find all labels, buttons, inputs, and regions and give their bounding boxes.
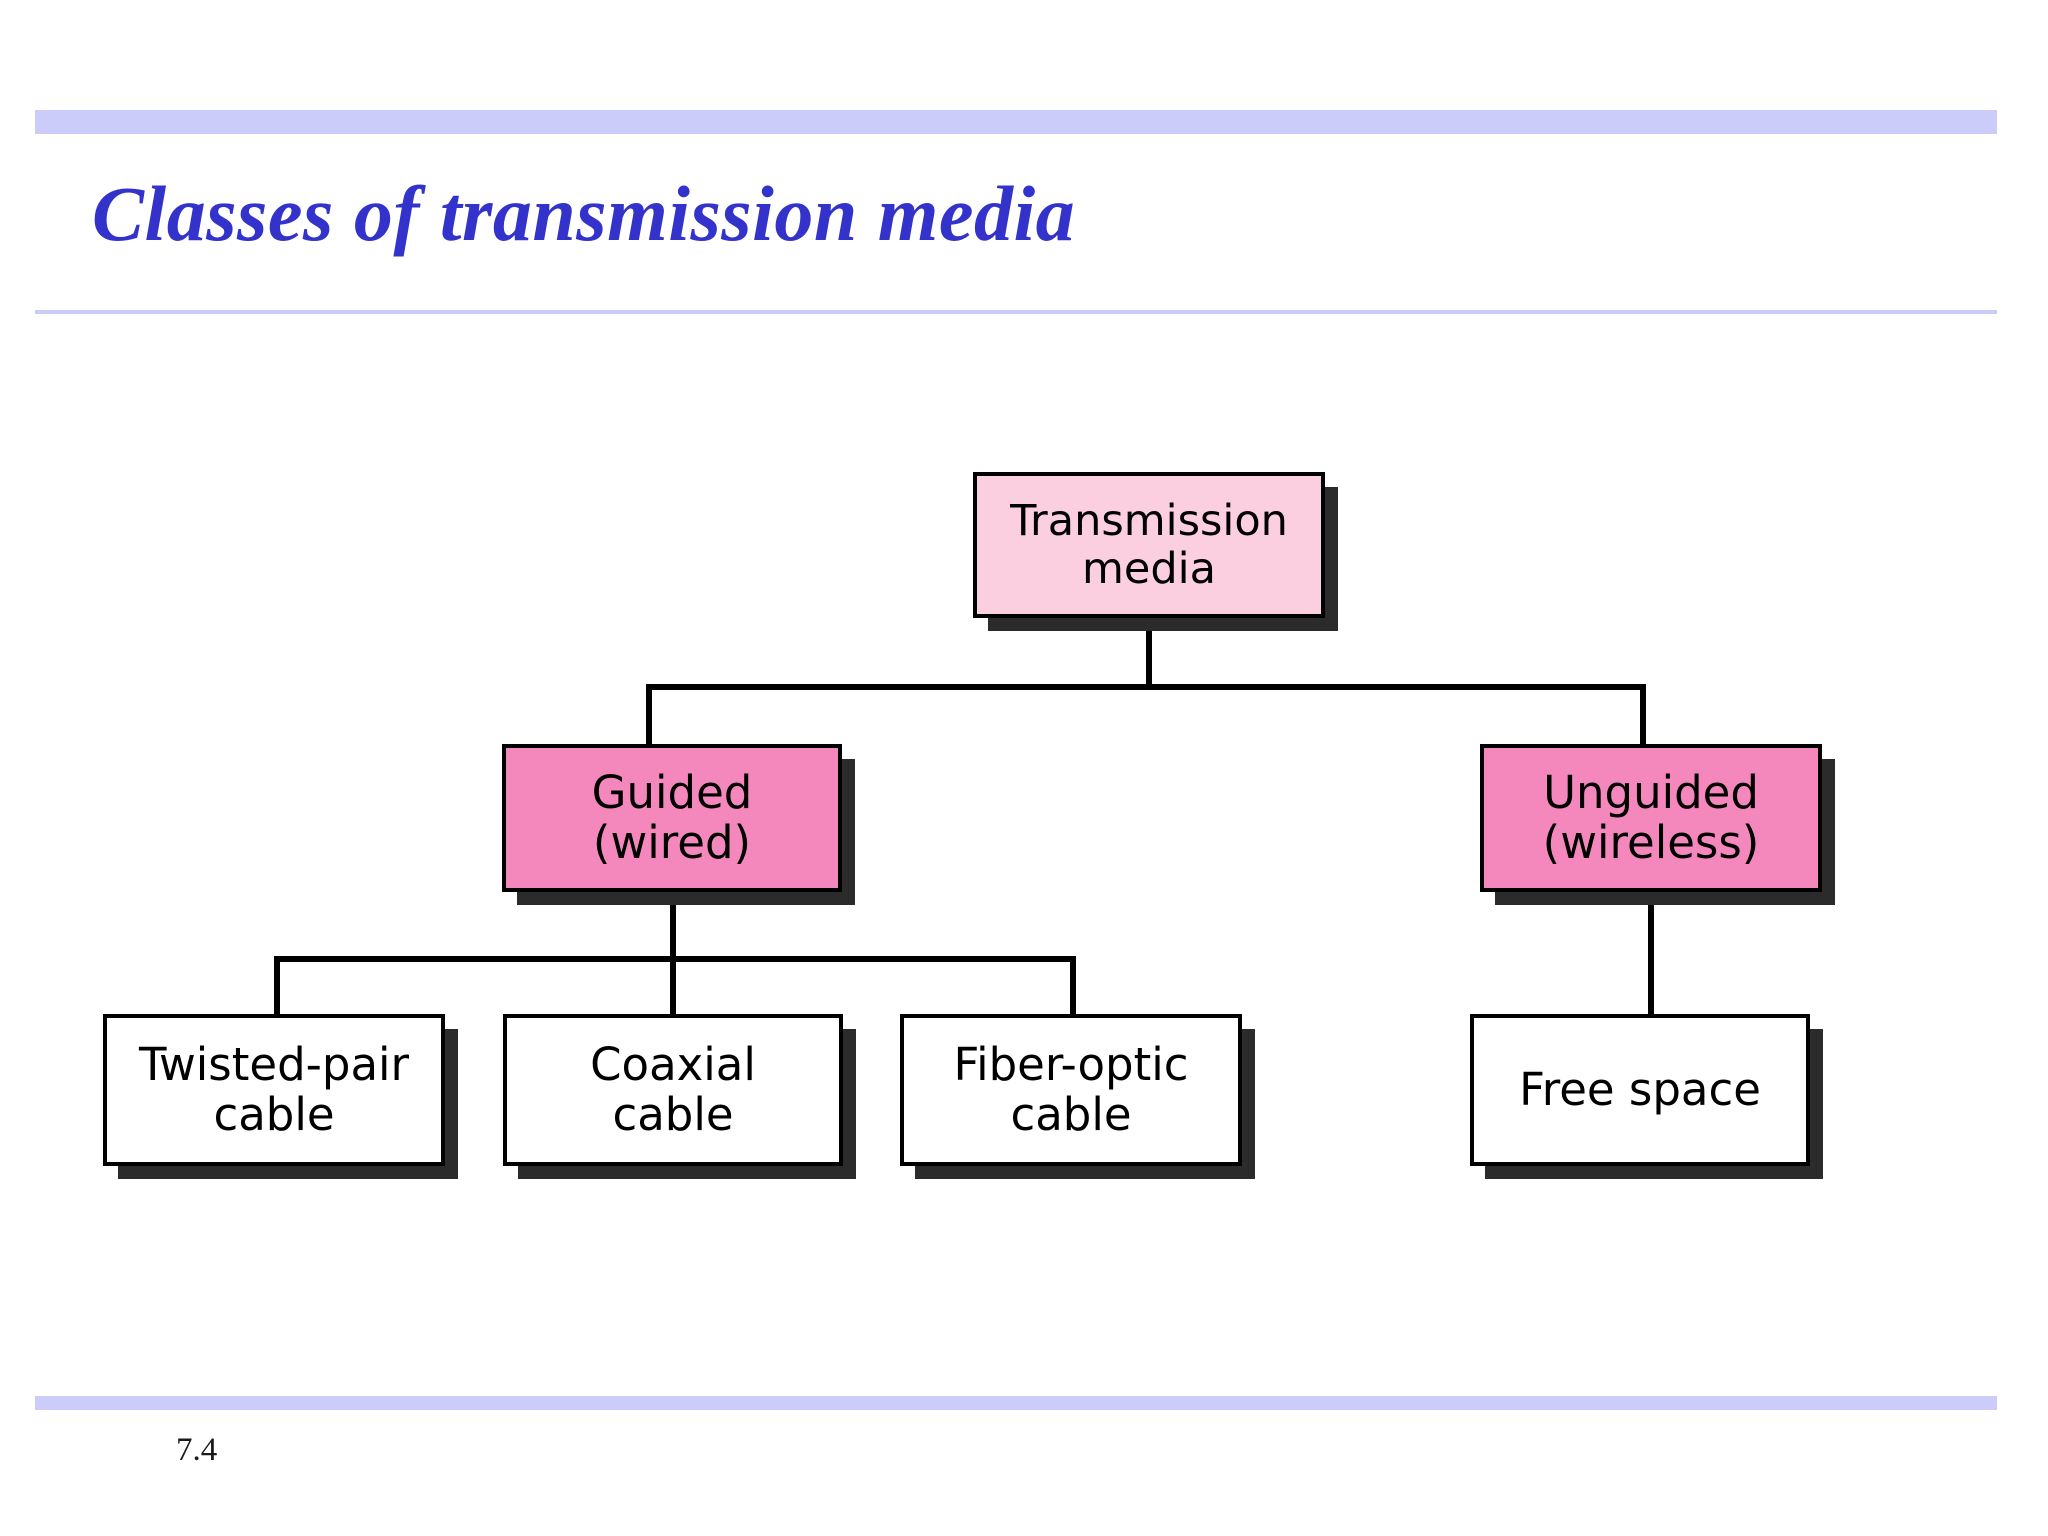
node-label: Free space [1519, 1062, 1761, 1116]
edge-guided-to-twisted-pair [274, 956, 280, 1016]
node-label: Guided(wired) [591, 765, 753, 869]
footer-accent-bar [35, 1396, 1997, 1410]
edge-root-to-unguided [1640, 684, 1646, 746]
edge-guided-stem [670, 892, 676, 962]
node-free-space: Free space [1470, 1014, 1810, 1166]
page-number: 7.4 [176, 1432, 218, 1468]
title-divider-rule [35, 310, 1997, 314]
header-accent-bar [35, 110, 1997, 134]
edge-level1-bus [646, 684, 1646, 690]
node-unguided-wireless: Unguided(wireless) [1480, 744, 1822, 892]
node-guided-wired: Guided(wired) [502, 744, 842, 892]
edge-unguided-to-free-space [1648, 892, 1654, 1016]
node-label: Unguided(wireless) [1542, 765, 1760, 869]
page-title: Classes of transmission media [92, 170, 1076, 257]
edge-guided-to-fiber-optic [1070, 956, 1076, 1016]
edge-root-to-guided [646, 684, 652, 746]
edge-root-stem [1146, 618, 1152, 686]
edge-guided-to-coaxial [670, 956, 676, 1016]
